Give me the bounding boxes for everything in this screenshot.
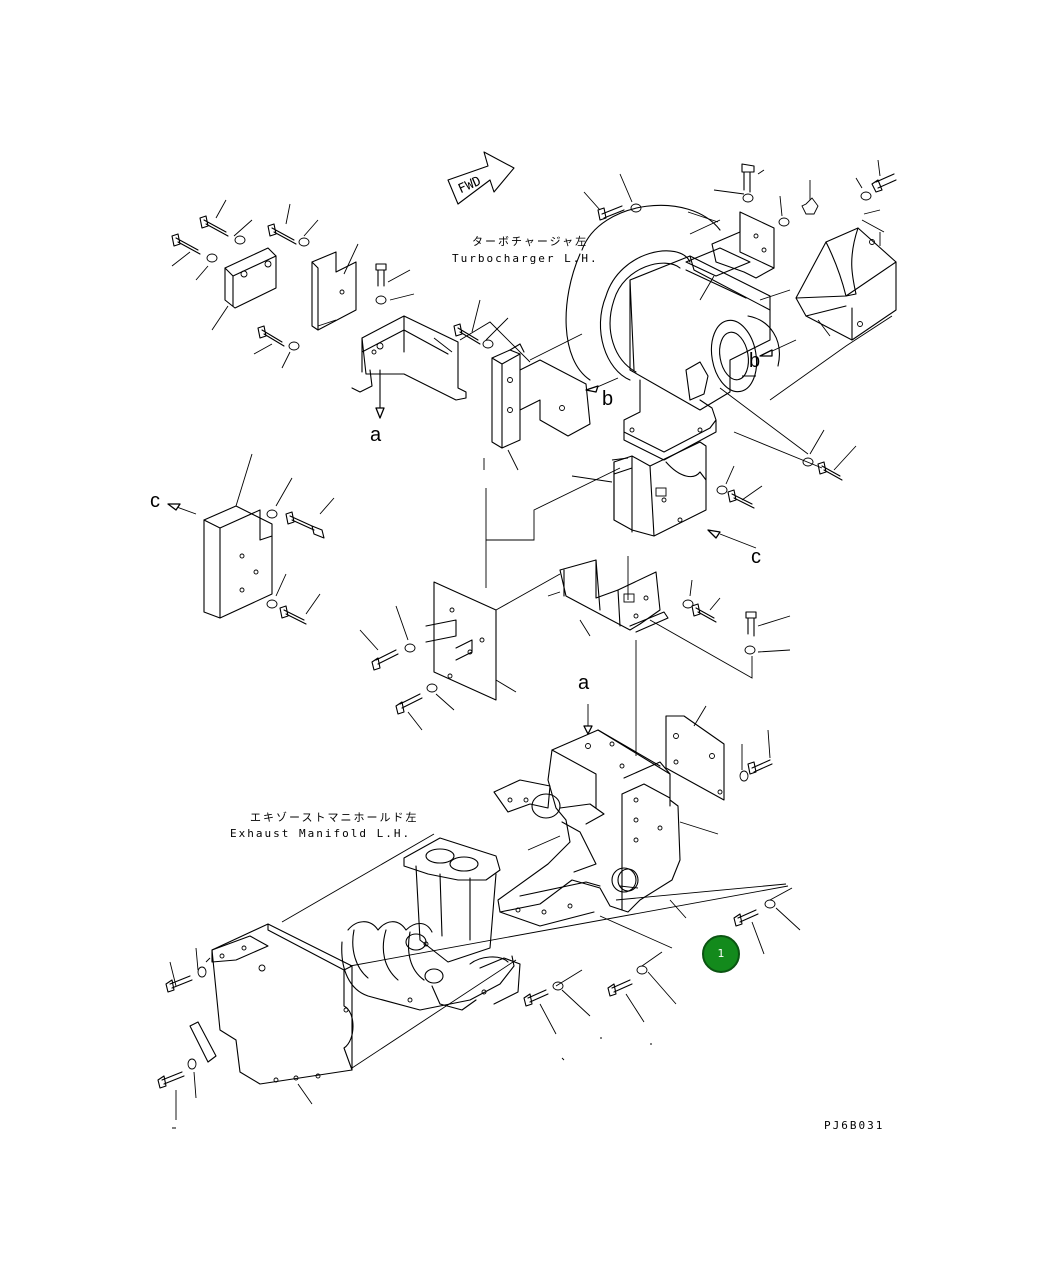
top-left-angle-plate (311, 251, 357, 331)
ref-b-right: b (749, 350, 761, 372)
top-left-bracket-plate (224, 247, 277, 309)
ref-c-left: c (150, 490, 160, 512)
bracket-main-lower (493, 729, 719, 927)
bracket-c-left (167, 453, 335, 625)
bolts-turbo-right (802, 429, 857, 481)
exhaust-manifold-label-en: Exhaust Manifold L.H. (230, 827, 412, 840)
bolts-top-left (171, 199, 509, 369)
fwd-arrow (447, 151, 515, 205)
bracket-a-top (351, 315, 531, 419)
turbocharger-label-en: Turbocharger L.H. (452, 252, 599, 265)
exhaust-manifold-label-jp: エキゾーストマニホールド左 (250, 811, 419, 824)
lower-left-heat-shield (189, 833, 789, 1105)
right-heat-shield (769, 159, 897, 401)
exhaust-manifold (341, 837, 521, 1011)
ref-c-right: c (751, 546, 761, 568)
turbocharger (565, 204, 791, 461)
top-small-bracket (583, 163, 819, 279)
bracket-c-middle (571, 441, 763, 549)
ref-a-bottom: a (578, 672, 590, 694)
arrow-b-right (759, 339, 797, 357)
bracket-lower-middle (547, 559, 791, 756)
drawing-code: PJ6B031 (824, 1119, 885, 1132)
plate-middle-left (359, 573, 561, 731)
bracket-b (483, 343, 619, 588)
ref-a-top: a (370, 424, 382, 446)
bolts-bottom (157, 887, 801, 1129)
ref-b-left: b (602, 388, 614, 410)
callout-1-badge[interactable]: 1 (702, 935, 740, 973)
turbocharger-label-jp: ターボチャージャ左 (472, 235, 589, 248)
arrow-a-lower (583, 704, 593, 735)
plate-lower-right (665, 705, 773, 801)
